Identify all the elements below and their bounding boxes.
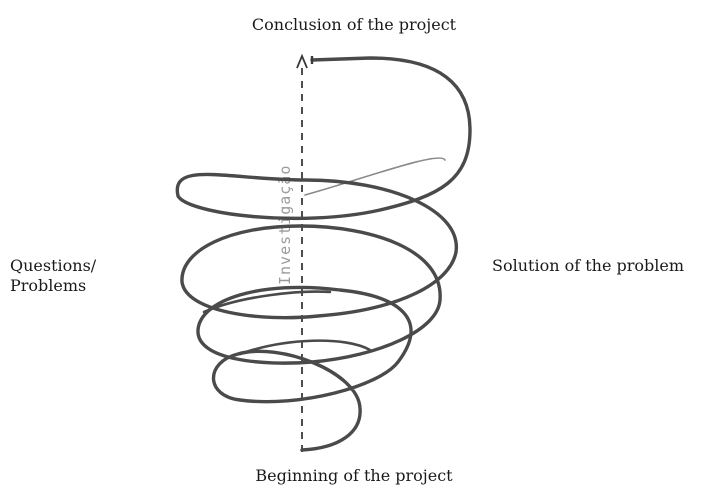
solution-label: Solution of the problem — [492, 256, 685, 275]
spiral-coil-overlap — [238, 339, 372, 356]
spiral-coil-overlap-2 — [202, 290, 332, 314]
questions-problems-label: Questions/ Problems — [10, 256, 96, 296]
problems-text: Problems — [10, 276, 87, 295]
questions-text: Questions/ — [10, 256, 97, 275]
beginning-label: Beginning of the project — [255, 466, 453, 485]
spiral-coil-back-faint — [304, 157, 446, 196]
axis-arrowhead-icon — [296, 53, 308, 69]
conclusion-label: Conclusion of the project — [251, 15, 457, 34]
spiral-coil — [175, 56, 472, 452]
